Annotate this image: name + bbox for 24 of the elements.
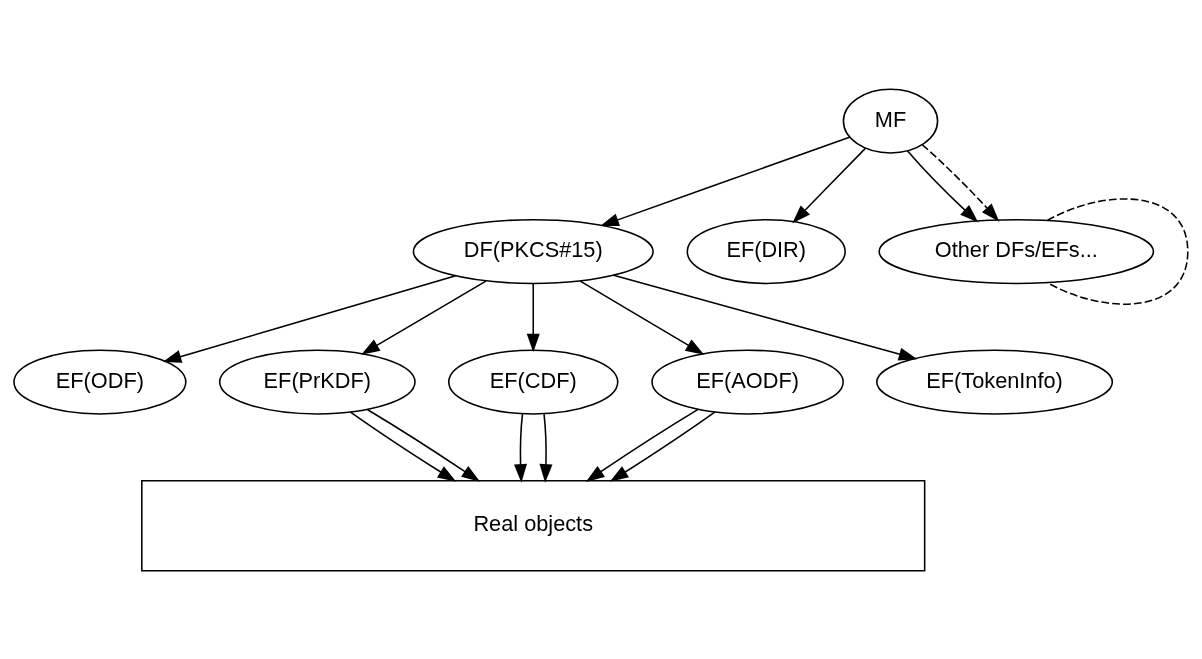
arrow (514, 412, 528, 483)
arrow (162, 274, 457, 363)
node-ellipse: EF(CDF) (448, 348, 619, 415)
node-ellipse: EF(AODF) (651, 348, 844, 415)
arrow (792, 147, 867, 223)
arrow (906, 149, 979, 223)
node-ellipse: DF(PKCS#15) (412, 218, 654, 284)
arrow (579, 279, 705, 355)
arrow (600, 135, 851, 226)
arrow (609, 410, 716, 482)
node-ellipse: EF(PrKDF) (218, 348, 416, 415)
arrow (349, 410, 457, 482)
arrow (612, 274, 918, 360)
arrow (361, 279, 487, 355)
connector (1046, 197, 1189, 305)
node-box: Real objects (141, 479, 926, 572)
arrow (366, 408, 481, 482)
node-ellipse: EF(DIR) (686, 218, 846, 284)
arrow (539, 412, 553, 483)
node-ellipse: MF (842, 87, 939, 154)
arrow (585, 408, 699, 482)
node-ellipse: Other DFs/EFs... (878, 218, 1155, 284)
arrow (921, 143, 1000, 222)
arrow (526, 282, 540, 352)
